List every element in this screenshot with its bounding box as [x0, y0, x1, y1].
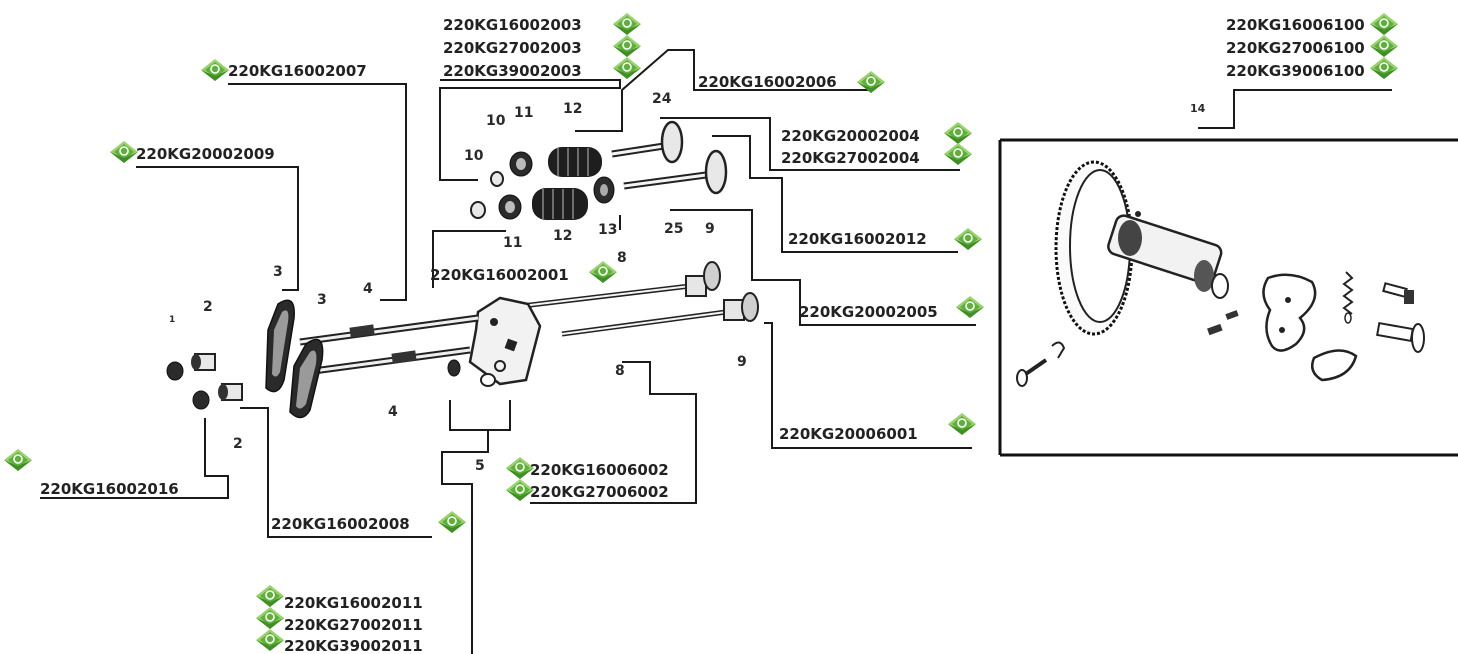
part-number-label: 220KG39006100 — [1226, 62, 1365, 80]
callout-4: 4 — [388, 404, 398, 420]
callout-10: 10 — [486, 113, 506, 129]
leader-lines — [40, 49, 1392, 654]
cam-bolt-left — [1016, 341, 1066, 387]
brand-badge-icon — [1369, 34, 1399, 58]
callout-11: 11 — [503, 235, 522, 251]
brand-badge-icon — [612, 12, 642, 36]
valve-train-parts — [166, 120, 759, 419]
brand-badge-icon — [943, 121, 973, 145]
adjust-nut — [192, 390, 210, 410]
brand-badge-icon — [200, 58, 230, 82]
brand-badge-icon — [3, 448, 33, 472]
callout-9: 9 — [705, 221, 715, 237]
part-number-label: 220KG16002008 — [271, 515, 410, 533]
cam-bolt-right — [1376, 321, 1425, 353]
brand-badge-icon — [612, 34, 642, 58]
brand-badge-icon — [1369, 56, 1399, 80]
brand-badge-icon — [437, 510, 467, 534]
brand-badge-icon — [947, 412, 977, 436]
callout-2: 2 — [233, 436, 243, 452]
part-number-label: 220KG16002006 — [698, 73, 837, 91]
part-number-label: 220KG39002003 — [443, 62, 582, 80]
callout-11: 11 — [514, 105, 533, 121]
part-number-label: 220KG20002009 — [136, 145, 275, 163]
rocker-arm-front — [265, 299, 295, 393]
callout-13: 13 — [598, 222, 617, 238]
brand-badge-icon — [255, 584, 285, 608]
brand-badge-icon — [612, 56, 642, 80]
brand-badge-icon — [255, 628, 285, 652]
part-number-label: 220KG16006002 — [530, 461, 669, 479]
part-number-label: 220KG16002003 — [443, 16, 582, 34]
part-number-label: 220KG16002001 — [430, 266, 569, 284]
part-number-label: 220KG20006001 — [779, 425, 918, 443]
governor-spring — [1342, 271, 1354, 324]
brand-badge-icon — [109, 140, 139, 164]
callout-3: 3 — [273, 264, 283, 280]
callout-12: 12 — [563, 101, 582, 117]
callout-12: 12 — [553, 228, 572, 244]
callout-2: 2 — [203, 299, 213, 315]
pushrod-upper — [521, 283, 691, 309]
valve-cotter-piece — [470, 201, 486, 219]
part-number-label: 220KG27006002 — [530, 483, 669, 501]
callout-9: 9 — [737, 354, 747, 370]
callout-8: 8 — [615, 363, 625, 379]
part-number-label: 220KG20002004 — [781, 127, 920, 145]
brand-badge-icon — [955, 295, 985, 319]
part-number-label: 220KG16002011 — [284, 594, 423, 612]
part-number-label: 220KG16006100 — [1226, 16, 1365, 34]
callout-25: 25 — [664, 221, 683, 237]
adjust-nut — [166, 361, 184, 381]
callout-8: 8 — [617, 250, 627, 266]
part-number-label: 220KG16002012 — [788, 230, 927, 248]
valve-spring-upper — [548, 147, 602, 177]
small-screws — [1207, 282, 1414, 336]
callout-3: 3 — [317, 292, 327, 308]
callout-24: 24 — [652, 91, 672, 107]
brand-badge-icon — [588, 260, 618, 284]
brand-badge-icon — [953, 227, 983, 251]
callout-10: 10 — [464, 148, 484, 164]
part-number-label: 220KG39002011 — [284, 637, 423, 654]
tappet-upper — [685, 261, 721, 297]
tappet-lower — [723, 292, 759, 322]
part-number-labels: 220KG16002003 220KG27002003 220KG3900200… — [3, 12, 1399, 654]
governor-weight — [1311, 349, 1358, 382]
part-number-label: 220KG27006100 — [1226, 39, 1365, 57]
callout-14: 14 — [1190, 102, 1206, 115]
valve-spring-lower — [532, 188, 588, 220]
part-number-label: 220KG27002003 — [443, 39, 582, 57]
part-number-label: 220KG16002016 — [40, 480, 179, 498]
rocker-shaft-lower — [305, 346, 471, 376]
part-number-label: 220KG16002007 — [228, 62, 367, 80]
camshaft-inset — [998, 138, 1458, 457]
part-number-label: 220KG27002011 — [284, 616, 423, 634]
intake-valve-drawing — [611, 120, 684, 164]
part-number-label: 220KG27002004 — [781, 149, 920, 167]
callout-1: 1 — [169, 315, 175, 325]
valve-cotter-piece — [490, 171, 504, 187]
callout-4: 4 — [363, 281, 373, 297]
part-number-label: 220KG20002005 — [799, 303, 938, 321]
callout-5: 5 — [475, 458, 485, 474]
pivot-lower — [218, 383, 243, 401]
rocker-bracket-plate — [447, 296, 542, 387]
cam-gear — [1054, 160, 1134, 336]
exhaust-valve-drawing — [623, 149, 728, 195]
governor-plate — [1262, 273, 1317, 352]
brand-badge-icon — [1369, 12, 1399, 36]
pushrod-lower — [561, 309, 727, 337]
brand-badge-icon — [255, 606, 285, 630]
brand-badge-icon — [943, 142, 973, 166]
callout-numbers: 10 11 12 24 10 11 12 13 25 8 9 8 9 3 3 4… — [169, 91, 1206, 474]
pivot-upper — [191, 353, 216, 371]
rocker-shaft-upper — [299, 314, 479, 346]
cam-shaft — [1107, 211, 1229, 299]
rocker-arm-rear — [289, 338, 324, 419]
